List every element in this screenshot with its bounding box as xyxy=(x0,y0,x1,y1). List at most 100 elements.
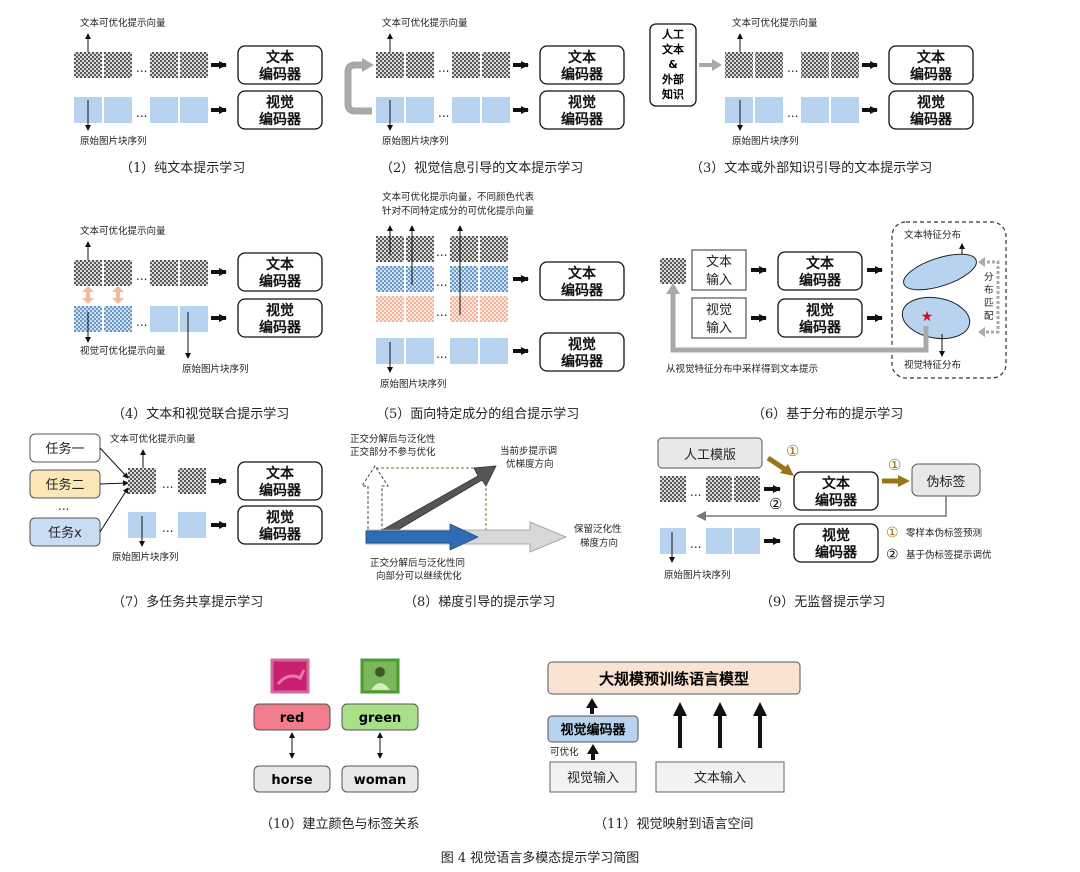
svg-text:编码器: 编码器 xyxy=(561,66,604,83)
svg-text:文本: 文本 xyxy=(822,475,851,492)
caption-3: （3）文本或外部知识引导的文本提示学习 xyxy=(690,160,932,176)
svg-text:编码器: 编码器 xyxy=(259,319,302,336)
svg-text:文本: 文本 xyxy=(568,265,597,282)
text-prompt-token xyxy=(480,236,508,262)
caption-9: （9）无监督提示学习 xyxy=(760,594,885,610)
step1-marker: ① xyxy=(786,442,799,460)
llm-box xyxy=(547,661,801,695)
svg-text:输入: 输入 xyxy=(706,272,732,288)
caption-11: （11）视觉映射到语言空间 xyxy=(594,816,754,832)
image-patch xyxy=(755,97,783,123)
svg-text:任务x: 任务x xyxy=(48,525,82,541)
svg-text:优梯度方向: 优梯度方向 xyxy=(506,458,554,470)
svg-text:文本: 文本 xyxy=(266,49,295,66)
visual-encoder-box xyxy=(888,90,974,130)
image-patch xyxy=(450,338,478,364)
svg-text:编码器: 编码器 xyxy=(799,272,842,289)
visual-encoder-box xyxy=(237,90,323,130)
svg-text:...: ... xyxy=(787,61,798,75)
svg-text:人工模版: 人工模版 xyxy=(684,448,736,463)
text-encoder-box xyxy=(539,261,625,301)
svg-text:任务二: 任务二 xyxy=(45,477,84,493)
svg-text:编码器: 编码器 xyxy=(910,111,953,128)
optimizable-label: 可优化 xyxy=(550,746,579,758)
svg-text:编码器: 编码器 xyxy=(815,492,858,509)
svg-text:...: ... xyxy=(162,521,173,535)
text-prompt-token xyxy=(406,52,434,78)
svg-text:正交部分不参与优化: 正交部分不参与优化 xyxy=(350,446,436,458)
svg-text:①: ① xyxy=(888,456,901,474)
svg-text:编码器: 编码器 xyxy=(910,66,953,83)
svg-text:视觉: 视觉 xyxy=(266,302,294,319)
text-encoder-box xyxy=(237,252,323,292)
svg-text:布: 布 xyxy=(984,284,994,296)
component-prompt-token xyxy=(480,266,508,292)
text-encoder-box xyxy=(539,45,625,85)
visual-prompt-token xyxy=(104,306,132,332)
kept-gradient-arrow xyxy=(365,523,479,551)
svg-text:文本可优化提示向量: 文本可优化提示向量 xyxy=(80,225,166,237)
svg-text:编码器: 编码器 xyxy=(259,66,302,83)
svg-text:视觉输入: 视觉输入 xyxy=(567,770,619,786)
svg-text:文本: 文本 xyxy=(568,49,597,66)
visual-encoder-box xyxy=(539,90,625,130)
svg-text:...: ... xyxy=(690,537,701,551)
text-encoder-box xyxy=(888,45,974,85)
svg-text:...: ... xyxy=(787,106,798,120)
text-encoder-box xyxy=(237,45,323,85)
svg-text:...: ... xyxy=(136,269,147,283)
caption-5: （5）面向特定成分的组合提示学习 xyxy=(376,406,579,422)
svg-text:大规模预训练语言模型: 大规模预训练语言模型 xyxy=(599,670,749,688)
text-prompt-token xyxy=(706,476,732,502)
image-patch xyxy=(406,338,434,364)
panel-10: red green horse woman （10）建立颜色与标签关系 xyxy=(253,658,420,832)
svg-text:匹: 匹 xyxy=(984,298,994,309)
svg-text:原始图片块序列: 原始图片块序列 xyxy=(380,378,447,390)
svg-text:...: ... xyxy=(436,245,447,259)
svg-text:向部分可以继续优化: 向部分可以继续优化 xyxy=(376,570,462,582)
svg-text:针对不同特定成分的可优化提示向量: 针对不同特定成分的可优化提示向量 xyxy=(382,205,535,217)
text-prompt-token xyxy=(406,236,434,262)
svg-text:...: ... xyxy=(436,275,447,289)
text-prompt-token xyxy=(734,476,760,502)
visual-vector-label: 视觉可优化提示向量 xyxy=(80,345,166,357)
svg-text:视觉特征分布: 视觉特征分布 xyxy=(904,359,961,371)
color-tag-green xyxy=(341,703,419,731)
sample-star-icon: ★ xyxy=(921,309,934,325)
panel-2: 文本可优化提示向量 ... 文本 编码器 ... 视觉 编码器 原始图片块序列 … xyxy=(344,17,625,176)
panel-11: 大规模预训练语言模型 视觉编码器 可优化 视觉输入 文本输入 （11）视觉映射到… xyxy=(547,661,801,832)
text-prompt-token xyxy=(104,52,132,78)
text-prompt-token xyxy=(452,52,480,78)
svg-text:任务一: 任务一 xyxy=(45,441,84,457)
image-patch xyxy=(180,306,208,332)
text-input-box xyxy=(655,761,785,793)
text-encoder-box xyxy=(237,461,323,501)
svg-text:文本: 文本 xyxy=(806,255,835,272)
svg-text:编码器: 编码器 xyxy=(259,482,302,499)
image-patch xyxy=(801,97,829,123)
svg-text:...: ... xyxy=(136,315,147,329)
component-prompt-token xyxy=(376,296,404,322)
svg-text:人工: 人工 xyxy=(662,27,684,41)
visual-encoder-box xyxy=(237,298,323,338)
panel-3: 人工 文本 & 外部 知识 文本可优化提示向量 ... 文本 编码器 ... 视… xyxy=(649,17,974,176)
text-prompt-token xyxy=(755,52,783,78)
svg-text:视觉: 视觉 xyxy=(917,94,945,111)
panel-7: 任务一 任务二 ... 任务x 文本可优化提示向量 ... 文本 编码器 ...… xyxy=(29,433,323,610)
svg-text:编码器: 编码器 xyxy=(259,111,302,128)
svg-text:...: ... xyxy=(162,477,173,491)
svg-text:视觉: 视觉 xyxy=(706,303,732,318)
svg-text:...: ... xyxy=(436,347,447,361)
svg-text:&: & xyxy=(668,58,678,71)
step2-marker: ② xyxy=(769,495,782,513)
knowledge-source-box xyxy=(649,23,697,107)
svg-text:...: ... xyxy=(136,106,147,120)
text-prompt-token xyxy=(725,52,753,78)
ellipsis: ... xyxy=(136,61,147,75)
svg-text:分: 分 xyxy=(984,272,994,283)
svg-text:...: ... xyxy=(438,61,449,75)
label-box-woman xyxy=(341,765,419,793)
figure-caption: 图 4 视觉语言多模态提示学习简图 xyxy=(441,850,640,866)
svg-text:文本可优化提示向量: 文本可优化提示向量 xyxy=(732,17,818,29)
